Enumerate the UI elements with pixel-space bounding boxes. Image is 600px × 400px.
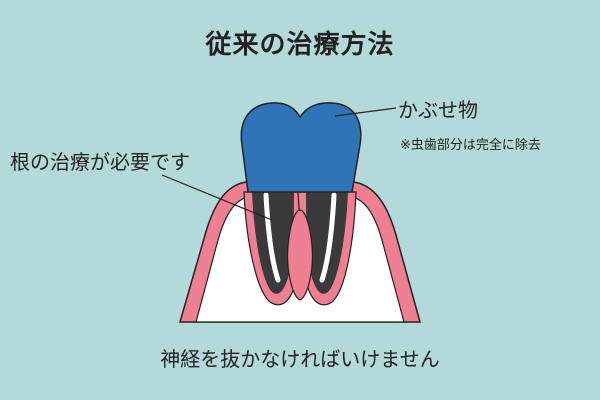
bottom-caption: 神経を抜かなければいけません <box>160 347 440 371</box>
root-leader-line <box>161 174 273 221</box>
pulp-center <box>287 209 313 301</box>
canal-right <box>306 192 348 294</box>
canal-stripe-left <box>263 192 281 283</box>
crown-note: ※虫歯部分は完全に除去 <box>400 138 541 153</box>
canal-stripe-right <box>319 192 337 283</box>
crown <box>240 102 362 193</box>
root-treatment-label: 根の治療が必要です <box>10 150 190 174</box>
crown-leader-line <box>334 107 397 117</box>
diagram-title: 従来の治療方法 <box>205 30 395 60</box>
crown-label: かぶせ物 <box>398 98 478 122</box>
canal-left <box>252 192 294 294</box>
